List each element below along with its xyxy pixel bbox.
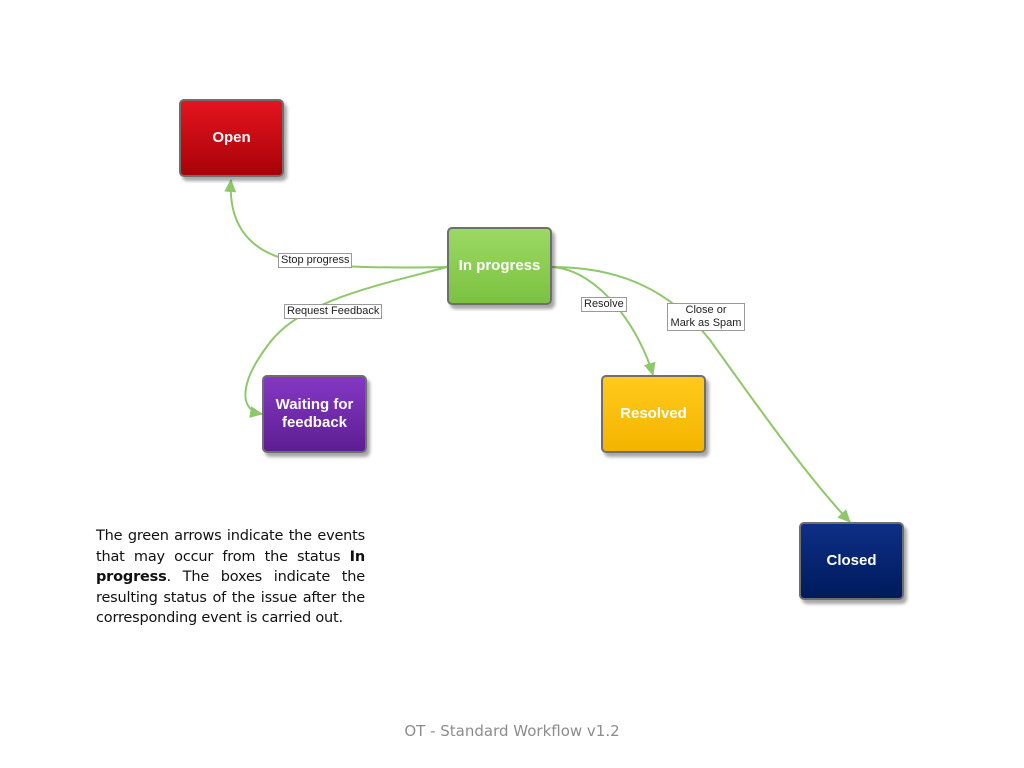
transition-label-close-line2: Mark as Spam [670,317,742,329]
transition-label-resolve: Resolve [581,297,627,312]
transition-label-request-feedback: Request Feedback [284,304,383,319]
arrow-request-feedback [244,266,448,418]
status-open-label: Open [212,129,251,146]
status-closed-label: Closed [826,552,877,569]
status-resolved-label: Resolved [620,405,687,422]
status-waiting-for-feedback[interactable]: Waiting for feedback [262,375,367,453]
footer-caption: OT - Standard Workflow v1.2 [404,722,620,740]
status-in-progress-label: In progress [458,257,541,274]
legend-description: The green arrows indicate the events tha… [96,526,365,629]
arrow-close [551,266,851,523]
transition-label-stop-progress: Stop progress [278,253,353,268]
status-resolved[interactable]: Resolved [601,375,706,453]
status-closed[interactable]: Closed [799,522,904,600]
description-part1: The green arrows indicate the events tha… [96,528,365,565]
status-in-progress[interactable]: In progress [447,227,552,305]
transition-label-close-or-spam: Close or Mark as Spam [667,303,745,331]
description-part2: . The boxes indicate the resulting statu… [96,569,365,626]
status-open[interactable]: Open [179,99,284,177]
description-bold-status: In progress [96,548,365,586]
status-waiting-for-feedback-label: Waiting for feedback [275,396,354,431]
transition-label-close-line1: Close or [685,304,727,316]
